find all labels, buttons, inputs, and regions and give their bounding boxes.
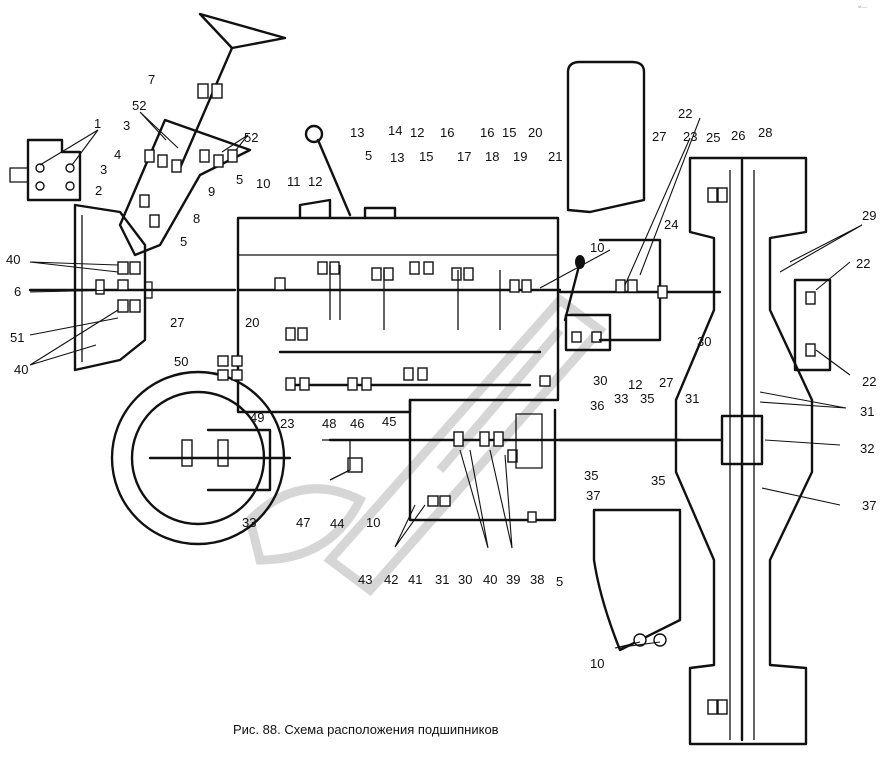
callout-30c: 30 <box>458 572 472 587</box>
watermark <box>245 293 607 597</box>
callout-40c: 40 <box>483 572 497 587</box>
callout-5d: 5 <box>556 574 563 589</box>
callout-21: 21 <box>548 149 562 164</box>
callout-47: 47 <box>296 515 310 530</box>
callout-20b: 20 <box>245 315 259 330</box>
callout-22b: 22 <box>856 256 870 271</box>
callout-52b: 52 <box>244 130 258 145</box>
callout-46: 46 <box>350 416 364 431</box>
callout-4: 4 <box>114 147 121 162</box>
callout-20: 20 <box>528 125 542 140</box>
callout-10d: 10 <box>590 656 604 671</box>
callout-12: 12 <box>308 174 322 189</box>
lower-panel <box>592 508 682 652</box>
callout-50: 50 <box>174 354 188 369</box>
callout-8: 8 <box>193 211 200 226</box>
callout-9: 9 <box>208 184 215 199</box>
callout-52: 52 <box>132 98 146 113</box>
callout-31c: 31 <box>435 572 449 587</box>
callout-28: 28 <box>758 125 772 140</box>
clutch-release-assembly <box>9 138 82 202</box>
callout-13: 13 <box>350 125 364 140</box>
callout-43: 43 <box>358 572 372 587</box>
brake-drum <box>110 370 292 546</box>
callout-10c: 10 <box>590 240 604 255</box>
callout-30b: 30 <box>593 373 607 388</box>
callout-3: 3 <box>123 118 130 133</box>
callout-25: 25 <box>706 130 720 145</box>
callout-12b: 12 <box>410 125 424 140</box>
callout-38: 38 <box>530 572 544 587</box>
pto-unit <box>558 238 722 342</box>
callout-30: 30 <box>697 334 711 349</box>
callout-5c: 5 <box>365 148 372 163</box>
callout-3b: 3 <box>100 162 107 177</box>
callout-33: 33 <box>614 391 628 406</box>
clutch-pedal <box>178 12 287 170</box>
callout-15: 15 <box>419 149 433 164</box>
callout-19: 19 <box>513 149 527 164</box>
callout-36: 36 <box>590 398 604 413</box>
callout-15b: 15 <box>502 125 516 140</box>
callout-29: 29 <box>862 208 876 223</box>
callout-11: 11 <box>287 174 301 189</box>
callout-22c: 22 <box>862 374 876 389</box>
callout-18: 18 <box>485 149 499 164</box>
shift-lever <box>563 255 612 352</box>
callout-27c: 27 <box>659 375 673 390</box>
callout-51: 51 <box>10 330 24 345</box>
callout-13b: 13 <box>390 150 404 165</box>
callout-22: 22 <box>678 106 692 121</box>
callout-27: 27 <box>652 129 666 144</box>
callout-23b: 23 <box>280 416 294 431</box>
callout-42: 42 <box>384 572 398 587</box>
leader-lines <box>29 111 863 649</box>
callout-33b: 33 <box>242 515 256 530</box>
callout-26: 26 <box>731 128 745 143</box>
callout-1: 1 <box>94 116 101 131</box>
callout-40b: 40 <box>14 362 28 377</box>
fuel-tank <box>566 60 646 214</box>
callout-31b: 31 <box>860 404 874 419</box>
bearing-set-50 <box>217 355 243 381</box>
clutch-housing <box>28 203 237 372</box>
callout-24: 24 <box>664 217 678 232</box>
figure-caption: Рис. 88. Схема расположения подшипников <box>233 722 499 737</box>
callout-6: 6 <box>14 284 21 299</box>
callout-12c: 12 <box>628 377 642 392</box>
callout-49: 49 <box>250 410 264 425</box>
rear-axle-housing <box>558 156 832 746</box>
callout-5b: 5 <box>236 172 243 187</box>
callout-37: 37 <box>586 488 600 503</box>
callout-5: 5 <box>180 234 187 249</box>
callout-44: 44 <box>330 516 344 531</box>
callout-31: 31 <box>685 391 699 406</box>
callout-2: 2 <box>95 183 102 198</box>
callout-35: 35 <box>640 391 654 406</box>
callout-35b: 35 <box>584 468 598 483</box>
callout-14: 14 <box>388 123 402 138</box>
callout-37b: 37 <box>862 498 876 513</box>
callout-27b: 27 <box>170 315 184 330</box>
callout-7: 7 <box>148 72 155 87</box>
callout-labels: 1 2 3 3 4 5 5 5 5 6 7 8 9 10 10 10 10 11… <box>6 72 876 671</box>
callout-23: 23 <box>683 129 697 144</box>
corner-mark: ˢᵗ··· <box>858 5 868 12</box>
gearbox-bearings <box>274 261 551 391</box>
callout-17: 17 <box>457 149 471 164</box>
callout-16: 16 <box>440 125 454 140</box>
callout-41: 41 <box>408 572 422 587</box>
callout-10: 10 <box>256 176 270 191</box>
callout-48: 48 <box>322 416 336 431</box>
callout-32: 32 <box>860 441 874 456</box>
callout-10b: 10 <box>366 515 380 530</box>
release-mechanism <box>118 118 252 257</box>
callout-39: 39 <box>506 572 520 587</box>
callout-45: 45 <box>382 414 396 429</box>
callout-16b: 16 <box>480 125 494 140</box>
callout-40: 40 <box>6 252 20 267</box>
gearbox-housing <box>236 124 562 414</box>
callout-35c: 35 <box>651 473 665 488</box>
